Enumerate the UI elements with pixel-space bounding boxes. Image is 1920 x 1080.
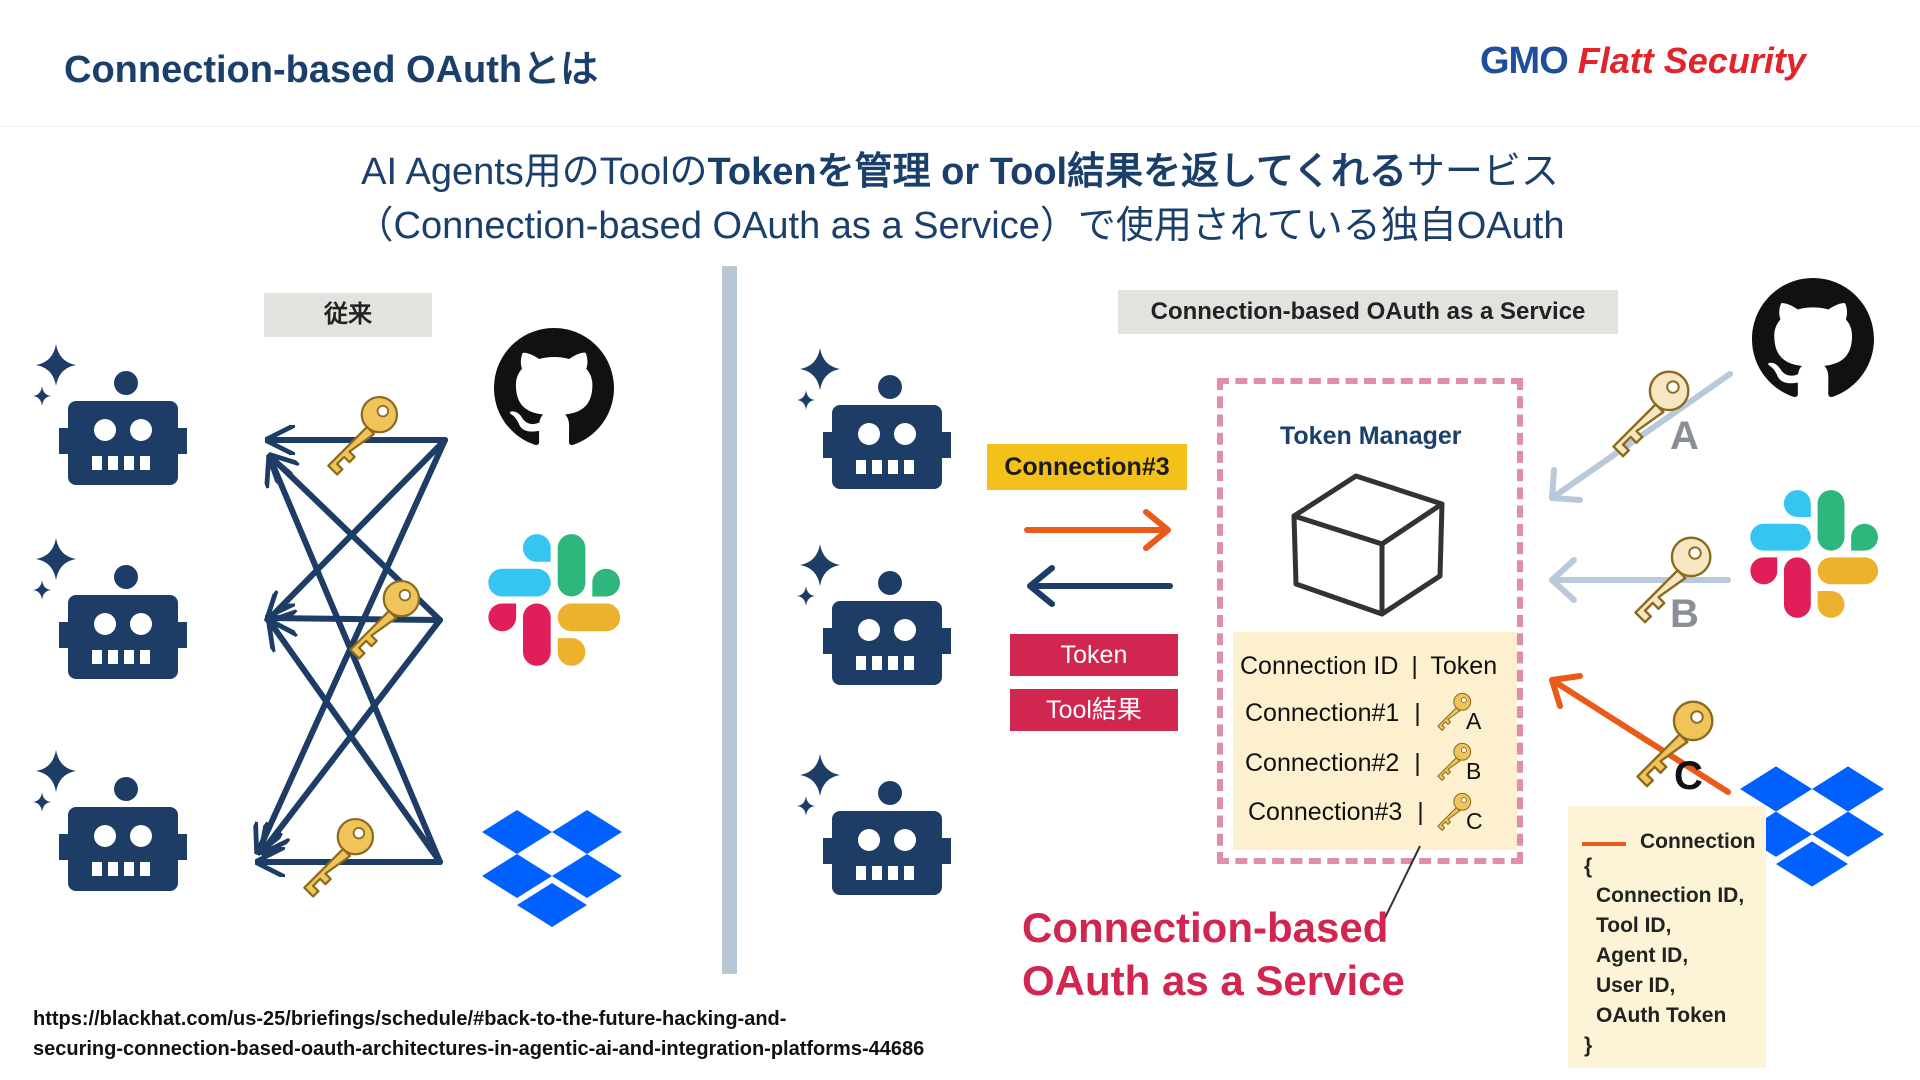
- connection-tag: Connection#3: [987, 444, 1187, 490]
- robot-icon: [794, 516, 964, 686]
- row-connection-id: Connection#2: [1245, 749, 1400, 777]
- row-separator: |: [1414, 749, 1421, 777]
- key-label: A: [1466, 708, 1482, 734]
- row-connection-id: Connection#3: [1248, 798, 1403, 826]
- table-header-id: Connection ID: [1240, 652, 1399, 680]
- panel-divider: [722, 266, 737, 974]
- arrow-letter-c: C: [1674, 754, 1703, 798]
- arrow-letter-b: B: [1670, 592, 1699, 636]
- table-row: Connection#1 |: [1245, 699, 1421, 728]
- legend-field: Agent ID,: [1596, 944, 1689, 967]
- connection-token-table: [1233, 632, 1517, 850]
- request-response-arrows: [1024, 509, 1173, 607]
- cb-service-label-line-1: Connection-based: [1022, 904, 1389, 951]
- key-icon: [338, 574, 426, 662]
- table-header-token: Token: [1430, 652, 1498, 680]
- row-separator: |: [1414, 699, 1421, 727]
- token-tag: Token: [1010, 634, 1178, 676]
- key-label: B: [1466, 758, 1482, 784]
- dropbox-icon: [482, 808, 622, 928]
- page-title: Connection-based OAuthとは: [64, 49, 599, 91]
- connection-legend: [1568, 806, 1766, 1068]
- subtitle-bold: Tokenを管理 or Tool結果を返してくれる: [707, 151, 1407, 193]
- row-separator: |: [1417, 798, 1424, 826]
- subtitle-line-1: AI Agents用のToolのTokenを管理 or Tool結果を返してくれ…: [0, 140, 1920, 195]
- reference-url-line-2[interactable]: securing-connection-based-oauth-architec…: [33, 1038, 925, 1060]
- slack-icon: [488, 534, 620, 666]
- github-icon: [494, 328, 614, 448]
- table-header: Connection ID | Token: [1240, 652, 1497, 681]
- key-label: C: [1466, 808, 1483, 834]
- robot-icon: [30, 722, 200, 892]
- logo-gmo-text: GMO: [1480, 40, 1569, 82]
- row-connection-id: Connection#1: [1245, 699, 1400, 727]
- robot-icon: [794, 726, 964, 896]
- legend-field: User ID,: [1596, 974, 1676, 997]
- callout-line: [1379, 845, 1421, 929]
- key-icon: [1624, 694, 1720, 790]
- tool-result-tag: Tool結果: [1010, 689, 1178, 731]
- robot-icon: [30, 510, 200, 680]
- github-icon: [1752, 278, 1874, 400]
- slack-icon: [1750, 490, 1878, 618]
- cb-service-label-line-2: OAuth as a Service: [1022, 957, 1405, 1004]
- many-to-many-arrows: [250, 420, 448, 890]
- key-icon: [292, 812, 380, 900]
- token-manager-boundary: [1217, 378, 1523, 864]
- legend-field: OAuth Token: [1596, 1004, 1727, 1027]
- box-icon: [1291, 473, 1445, 617]
- oauth-token-arrows: [1549, 371, 1733, 795]
- table-header-separator: |: [1411, 652, 1418, 680]
- label-traditional: 従来: [264, 293, 432, 337]
- legend-open-brace: {: [1584, 855, 1593, 878]
- legend-field: Tool ID,: [1596, 914, 1672, 937]
- subtitle-part-3: サービス: [1406, 151, 1559, 193]
- arrow-letter-a: A: [1670, 414, 1699, 458]
- table-row: Connection#2 |: [1245, 749, 1421, 778]
- logo-brand-text: Flatt Security: [1577, 40, 1806, 81]
- reference-url-line-1[interactable]: https://blackhat.com/us-25/briefings/sch…: [33, 1008, 787, 1030]
- legend-orange-line: [1582, 842, 1626, 846]
- robot-icon: [30, 316, 200, 486]
- legend-close-brace: }: [1584, 1034, 1593, 1057]
- robot-icon: [794, 320, 964, 490]
- table-row: Connection#3 |: [1248, 798, 1424, 827]
- label-connection-based-service: Connection-based OAuth as a Service: [1118, 290, 1618, 334]
- header-bar: [0, 0, 1920, 127]
- legend-title: Connection: [1640, 830, 1756, 853]
- token-manager-label: Token Manager: [1280, 422, 1462, 450]
- key-icon: [316, 390, 404, 478]
- subtitle-part-1: AI Agents用のToolの: [361, 151, 708, 193]
- subtitle-line-2: （Connection-based OAuth as a Service）で使用…: [355, 205, 1565, 247]
- legend-field: Connection ID,: [1596, 884, 1745, 907]
